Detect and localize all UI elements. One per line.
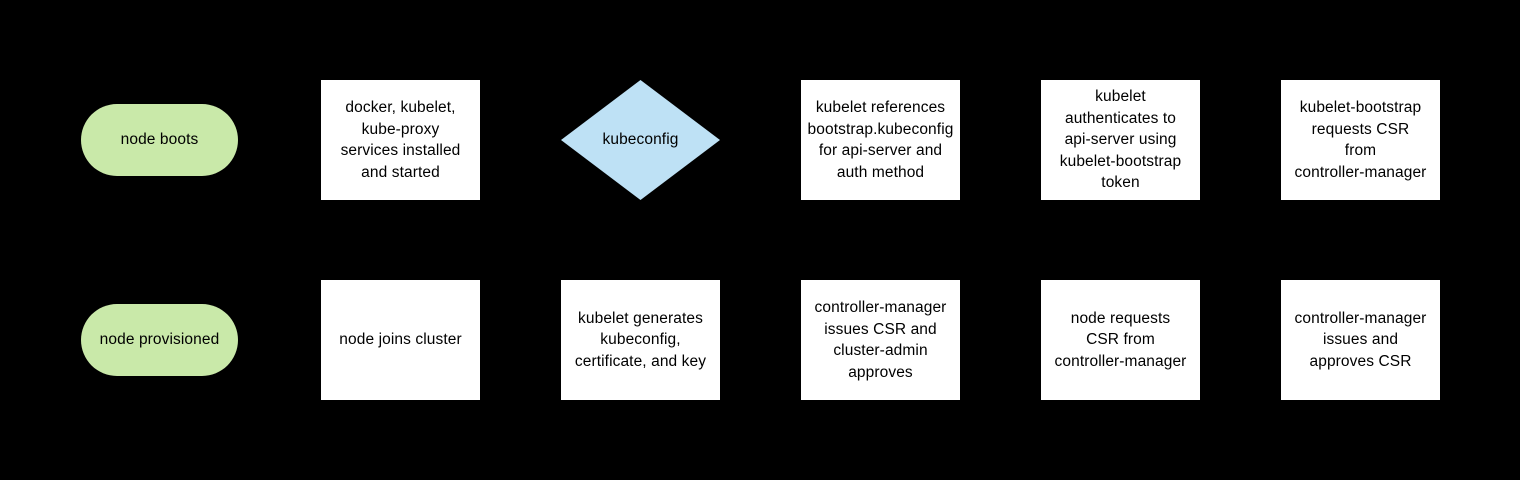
node-node-boots[interactable]: node boots xyxy=(81,104,238,176)
node-node-requests-csr[interactable]: node requests CSR from controller-manage… xyxy=(1041,280,1200,400)
node-label: kubelet generates kubeconfig, certificat… xyxy=(574,309,707,370)
node-kubelet-references-bootstrap[interactable]: kubelet references bootstrap.kubeconfig … xyxy=(801,80,960,200)
node-label: kubelet-bootstrap requests CSR from cont… xyxy=(1294,99,1427,181)
node-controller-manager-approves[interactable]: controller-manager issues and approves C… xyxy=(1281,280,1440,400)
node-kubelet-generates[interactable]: kubelet generates kubeconfig, certificat… xyxy=(561,280,720,400)
node-label: controller-manager issues and approves C… xyxy=(1294,309,1427,370)
node-label: node requests CSR from controller-manage… xyxy=(1054,309,1187,370)
node-node-provisioned[interactable]: node provisioned xyxy=(81,304,238,376)
node-kubelet-bootstrap-requests-csr[interactable]: kubelet-bootstrap requests CSR from cont… xyxy=(1281,80,1440,200)
node-label: node joins cluster xyxy=(339,331,462,349)
node-label: node provisioned xyxy=(99,331,220,349)
node-label: controller-manager issues CSR and cluste… xyxy=(814,299,947,381)
node-node-joins-cluster[interactable]: node joins cluster xyxy=(321,280,480,400)
node-kubelet-authenticates[interactable]: kubelet authenticates to api-server usin… xyxy=(1041,80,1200,200)
node-controller-manager-issues-csr[interactable]: controller-manager issues CSR and cluste… xyxy=(801,280,960,400)
node-label: node boots xyxy=(120,131,199,149)
node-label: kubelet references bootstrap.kubeconfig … xyxy=(807,99,954,181)
node-label: docker, kubelet, kube-proxy services ins… xyxy=(340,99,461,181)
node-label: kubelet authenticates to api-server usin… xyxy=(1059,88,1182,192)
node-kubeconfig[interactable]: kubeconfig xyxy=(561,80,720,200)
node-label: kubeconfig xyxy=(602,131,679,149)
node-services-installed[interactable]: docker, kubelet, kube-proxy services ins… xyxy=(321,80,480,200)
